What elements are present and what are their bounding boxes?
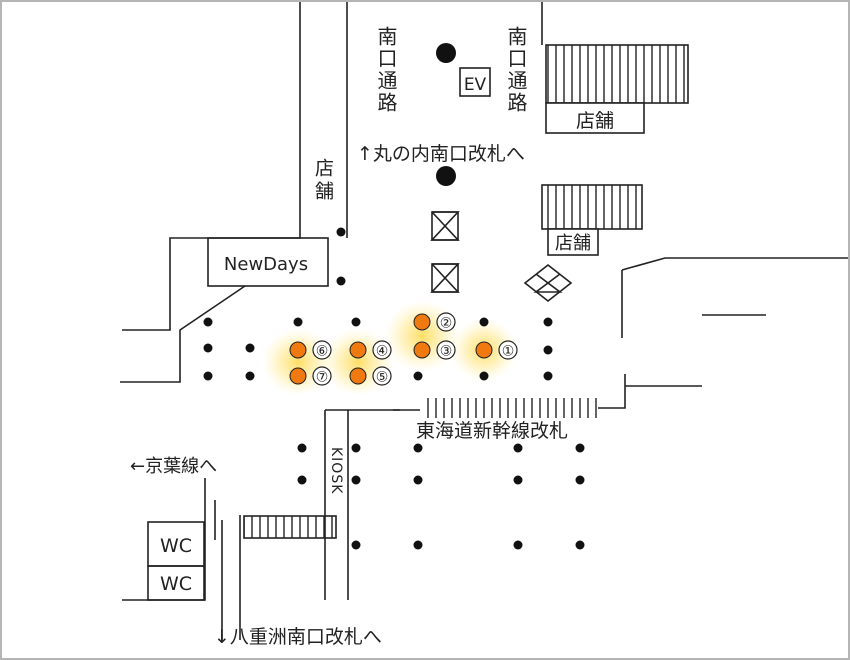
spot-4-dot[interactable] (349, 341, 367, 359)
spot-3-dot[interactable] (413, 341, 431, 359)
elevator-label: EV (464, 75, 487, 95)
numbered-spots: ① ② ③ ④ ⑤ ⑥ ⑦ (289, 312, 518, 386)
spot-5-marker (372, 366, 392, 386)
spot-7-marker (312, 366, 332, 386)
marunouchi-gate-direction[interactable]: ↑丸の内南口改札へ (357, 143, 525, 165)
spot-6-label: ⑥ (316, 344, 329, 360)
spot-5-dot[interactable] (349, 367, 367, 385)
keiyo-line-direction[interactable]: ←京葉線へ (130, 456, 217, 477)
escalator-icons (430, 211, 573, 303)
yaesu-south-gate-direction[interactable]: ↓八重洲南口改札へ (214, 626, 382, 648)
ticket-barriers (422, 398, 600, 418)
spot-2-dot[interactable] (413, 313, 431, 331)
spot-3-marker (436, 340, 456, 360)
spot-1-dot[interactable] (475, 341, 493, 359)
landmark-dot-2 (436, 166, 456, 186)
spot-2-marker (436, 312, 456, 332)
spot-4-marker (372, 340, 392, 360)
spot-1-label: ① (502, 344, 515, 360)
landmark-dot-1 (436, 43, 456, 63)
kiosk-label: KIOSK (328, 447, 344, 494)
spot-4-label: ④ (376, 344, 389, 360)
spot-1-marker (498, 340, 518, 360)
pillars (203, 227, 585, 550)
spot-2-label: ② (440, 316, 453, 332)
stairs-mid-right (541, 184, 643, 256)
spot-3-label: ③ (440, 344, 453, 360)
stairs-top-right (545, 44, 689, 134)
shop-left-vertical-label: 店舗 (312, 158, 334, 204)
elevator-box (459, 67, 491, 97)
spot-7-label: ⑦ (316, 370, 329, 386)
spot-6-dot[interactable] (289, 341, 307, 359)
wc-upper-label: WC (160, 535, 192, 557)
minami-tsuro-left-label: 南口通路 (374, 26, 398, 114)
walls (120, 2, 848, 640)
spot-5-label: ⑤ (376, 370, 389, 386)
spot-7-dot[interactable] (289, 367, 307, 385)
newdays-shop-label: NewDays (224, 254, 308, 275)
spot-6-marker (312, 340, 332, 360)
shop-mid-right-label: 店舗 (555, 233, 591, 254)
minami-tsuro-right-label: 南口通路 (504, 26, 528, 114)
stairs-lower-left (243, 515, 337, 539)
tokaido-shinkansen-gate-label: 東海道新幹線改札 (416, 420, 568, 442)
wc-lower-label: WC (160, 573, 192, 595)
shop-top-right-label: 店舗 (576, 110, 614, 132)
